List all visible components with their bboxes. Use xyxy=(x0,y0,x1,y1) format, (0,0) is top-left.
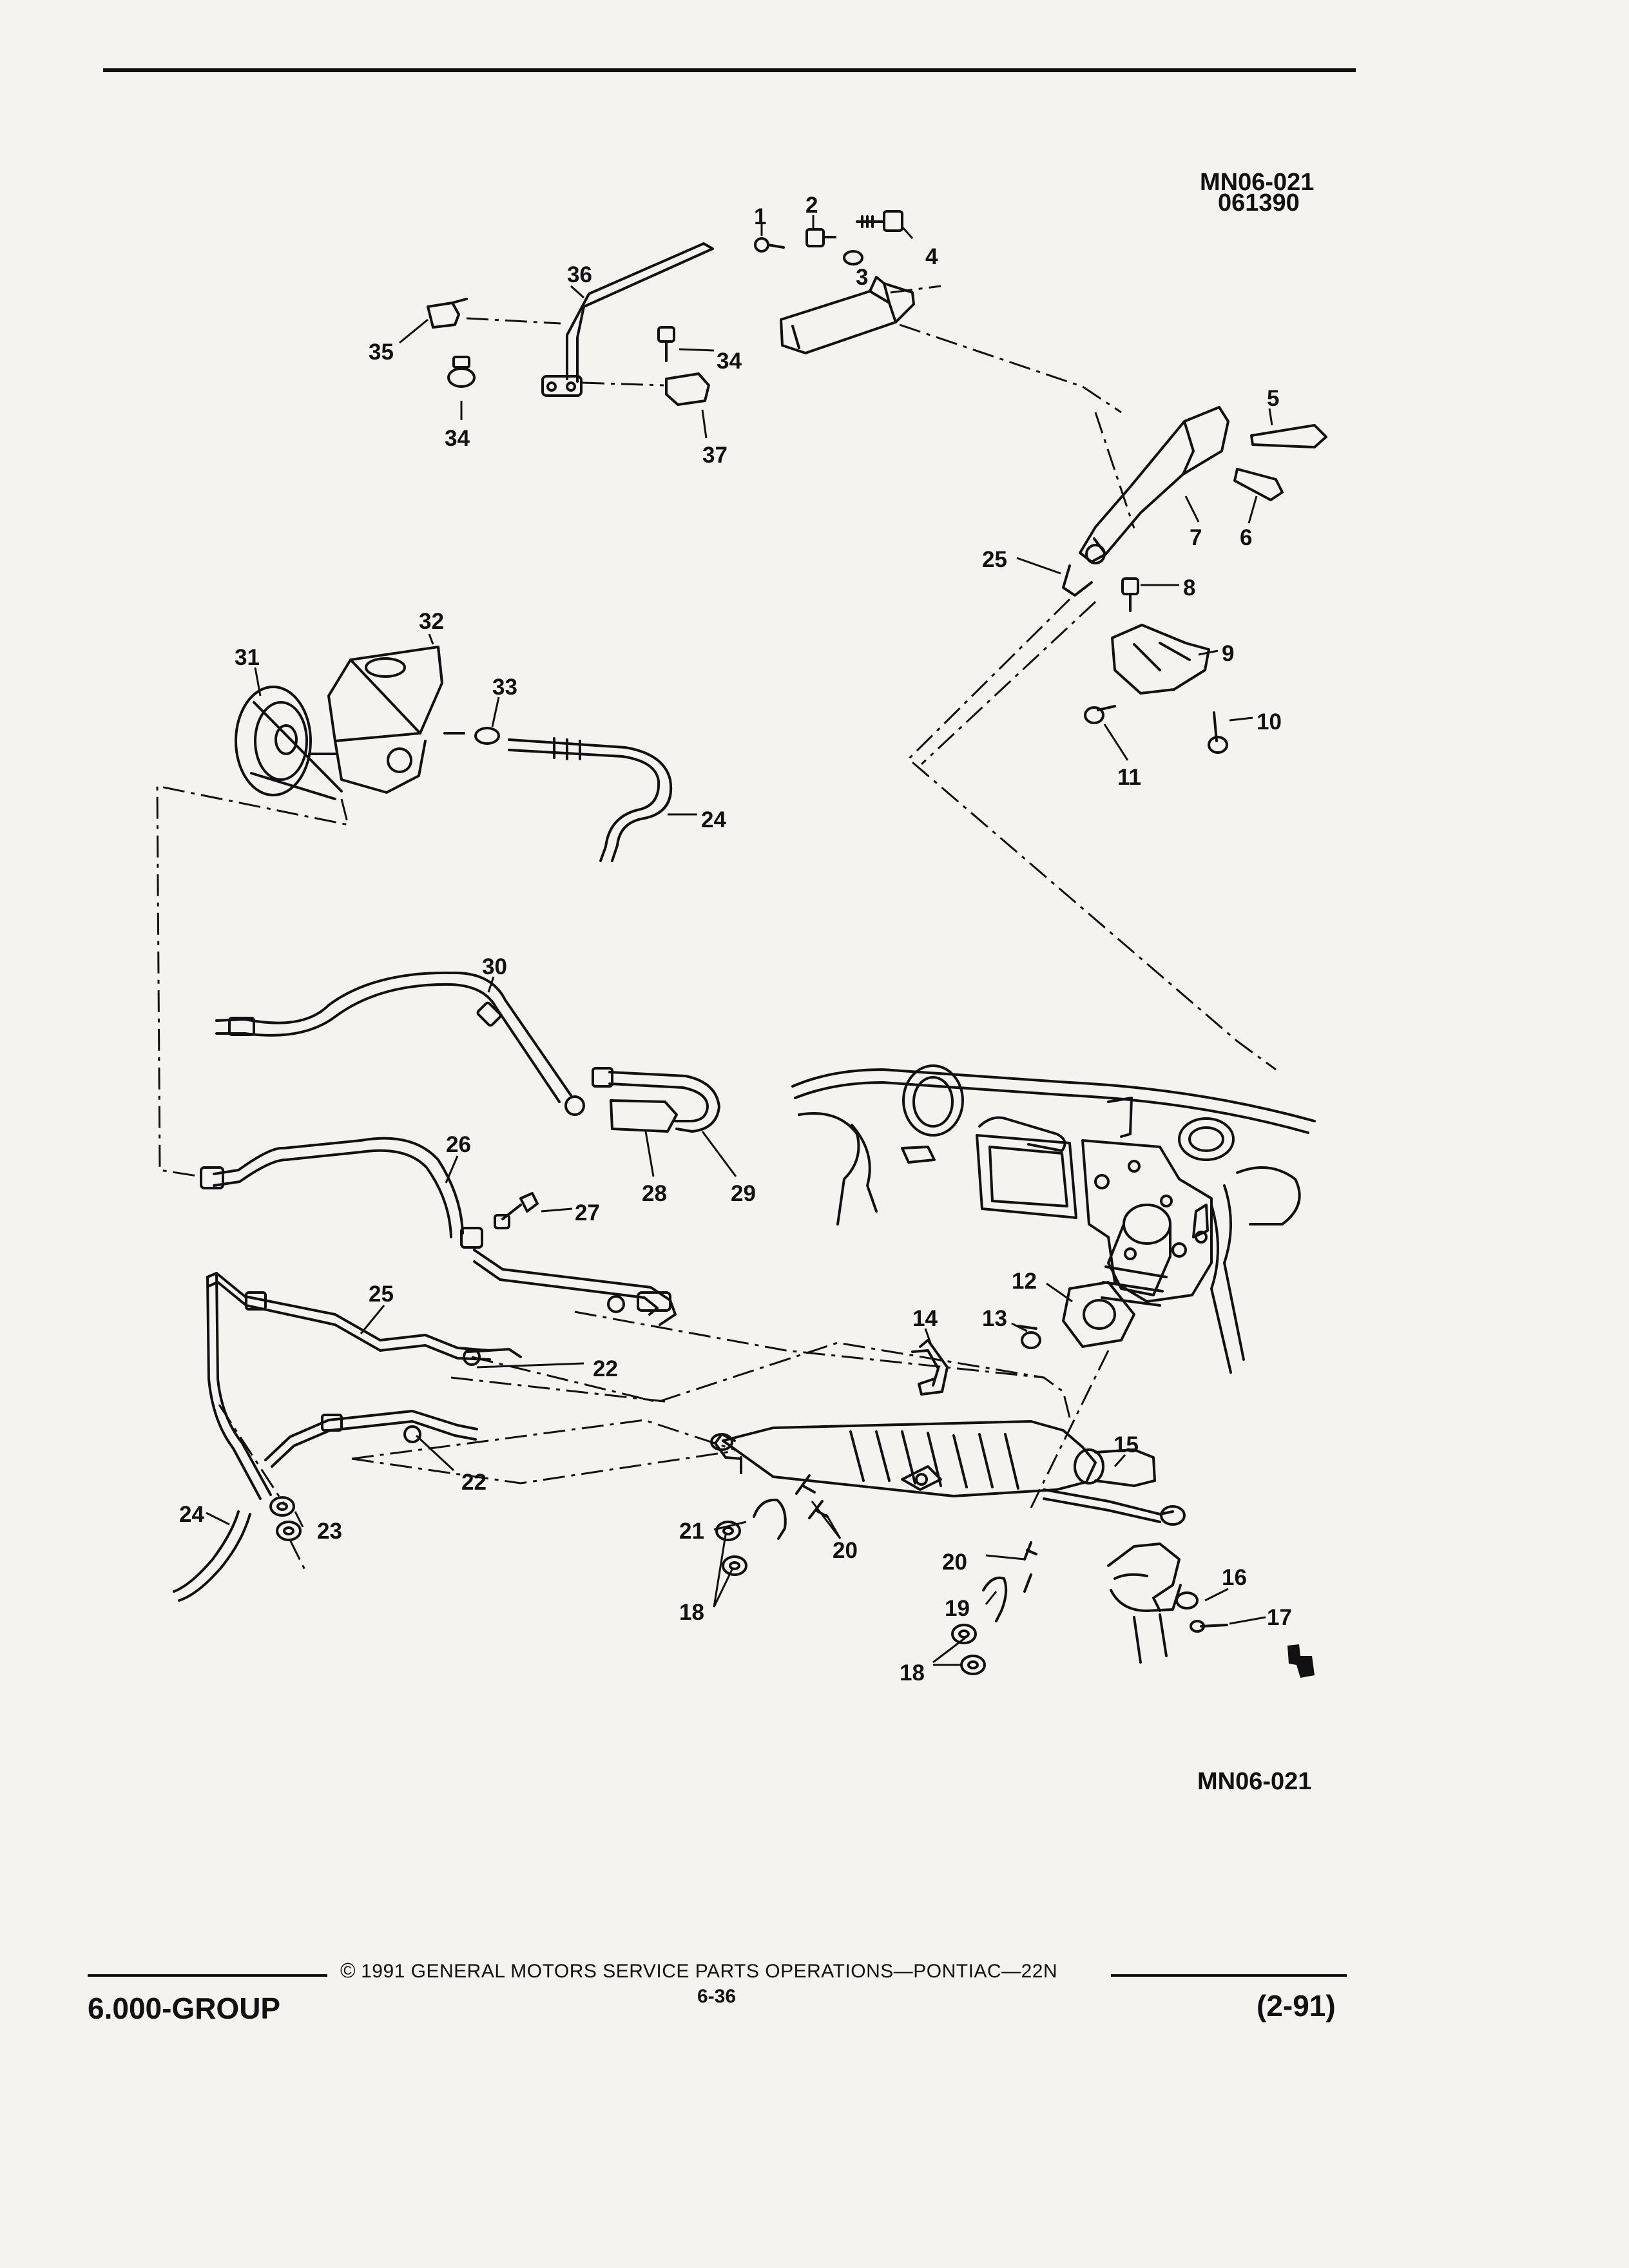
callout-8: 8 xyxy=(1183,575,1196,601)
callout-18: 18 xyxy=(679,1600,704,1625)
steering-column xyxy=(1062,406,1229,597)
callout-19: 19 xyxy=(945,1596,970,1621)
callout-20: 20 xyxy=(833,1538,858,1563)
nut-34-lower xyxy=(447,356,476,388)
pump-reservoir-32 xyxy=(308,646,465,794)
callout-17: 17 xyxy=(1267,1605,1292,1630)
top-rule xyxy=(103,68,1356,72)
callout-23: 23 xyxy=(317,1519,342,1544)
vehicle-firewall xyxy=(791,1064,1316,1374)
drawing-id-top: MN06-021 xyxy=(1200,169,1315,196)
bolt-8 xyxy=(1121,577,1139,612)
callout-12: 12 xyxy=(1012,1269,1037,1294)
pump-pulley-31 xyxy=(235,686,343,800)
callout-30: 30 xyxy=(482,954,507,979)
callout-28: 28 xyxy=(642,1181,667,1206)
callout-4: 4 xyxy=(925,244,938,269)
bolt-34-upper xyxy=(657,326,675,362)
washer-3 xyxy=(843,250,863,265)
hose-26 xyxy=(200,1137,677,1326)
fitting-27 xyxy=(494,1192,539,1229)
callout-36: 36 xyxy=(567,262,592,287)
hose-24-upper xyxy=(508,737,673,862)
bolt-13 xyxy=(1017,1325,1041,1349)
clip-37 xyxy=(665,372,710,406)
hose-22-lower xyxy=(264,1410,478,1468)
pipe-14 xyxy=(911,1339,949,1396)
leader-lines xyxy=(206,215,1273,1666)
footer-rule-right xyxy=(1111,1974,1347,1977)
pipe-36 xyxy=(541,242,714,397)
callout-25: 25 xyxy=(369,1282,394,1307)
washer-33 xyxy=(474,727,500,745)
callout-22: 22 xyxy=(593,1356,618,1381)
switch-9 xyxy=(1111,624,1210,695)
callout-6: 6 xyxy=(1240,525,1253,550)
callout-14: 14 xyxy=(912,1306,938,1331)
callout-34: 34 xyxy=(717,349,742,374)
callout-18: 18 xyxy=(900,1660,925,1686)
bolt-10 xyxy=(1208,711,1228,754)
callout-26: 26 xyxy=(446,1132,471,1157)
footer-copyright: ©1991 GENERAL MOTORS SERVICE PARTS OPERA… xyxy=(340,1959,1057,1983)
callout-1: 1 xyxy=(754,204,767,229)
hose-30 xyxy=(215,971,585,1116)
copyright-symbol: © xyxy=(340,1959,356,1982)
bolts-20 xyxy=(795,1474,1037,1593)
lever-5 xyxy=(1250,424,1327,448)
bracket-assembly xyxy=(780,276,915,354)
footer-rule-left xyxy=(88,1974,327,1977)
callout-3: 3 xyxy=(856,265,869,290)
hose-24-lower xyxy=(173,1510,251,1602)
boot-12 xyxy=(1062,1204,1171,1348)
callout-22: 22 xyxy=(461,1470,487,1495)
callout-13: 13 xyxy=(982,1306,1007,1331)
rack-and-pinion-15 xyxy=(710,1420,1186,1526)
bolt-4 xyxy=(856,210,903,232)
callout-20: 20 xyxy=(942,1550,967,1575)
footer-group: 6.000-GROUP xyxy=(88,1992,281,2025)
callout-27: 27 xyxy=(575,1200,600,1225)
callout-2: 2 xyxy=(805,193,818,218)
nut-2 xyxy=(805,228,836,247)
callout-35: 35 xyxy=(369,340,394,365)
gm-spo-logo xyxy=(1287,1644,1315,1678)
clamp-21-19 xyxy=(753,1498,1008,1622)
knuckle-16 xyxy=(1107,1542,1199,1664)
callout-21: 21 xyxy=(679,1519,704,1544)
fitting-28-29 xyxy=(592,1067,720,1133)
callout-5: 5 xyxy=(1267,386,1280,411)
drawing-date-top: 061390 xyxy=(1218,189,1300,216)
callout-32: 32 xyxy=(419,609,444,634)
callout-29: 29 xyxy=(731,1181,756,1206)
bolt-11 xyxy=(1084,705,1116,724)
callout-11: 11 xyxy=(1117,765,1141,790)
callout-37: 37 xyxy=(702,443,728,468)
pin-17 xyxy=(1190,1620,1228,1633)
callout-15: 15 xyxy=(1113,1432,1139,1457)
callout-10: 10 xyxy=(1257,709,1282,735)
nuts-18 xyxy=(715,1521,986,1675)
clip-35 xyxy=(427,298,468,329)
callout-25: 25 xyxy=(982,547,1007,572)
callout-31: 31 xyxy=(235,645,260,670)
drawing-id-bottom: MN06-021 xyxy=(1197,1768,1312,1795)
callout-34: 34 xyxy=(445,426,470,451)
callout-7: 7 xyxy=(1190,525,1202,550)
screw-1 xyxy=(754,237,785,253)
footer-page-number: 6-36 xyxy=(697,1986,737,2007)
callout-16: 16 xyxy=(1222,1565,1247,1590)
callout-33: 33 xyxy=(492,675,517,700)
callout-9: 9 xyxy=(1222,641,1235,666)
copyright-text: 1991 GENERAL MOTORS SERVICE PARTS OPERAT… xyxy=(361,1961,1058,1982)
footer-date: (2-91) xyxy=(1257,1989,1336,2023)
pipe-25 xyxy=(206,1272,522,1500)
grommets-23 xyxy=(269,1496,302,1541)
knob-6 xyxy=(1233,468,1284,501)
callout-24: 24 xyxy=(701,807,726,832)
reference-lines xyxy=(156,285,1277,1574)
callout-24: 24 xyxy=(179,1502,204,1527)
